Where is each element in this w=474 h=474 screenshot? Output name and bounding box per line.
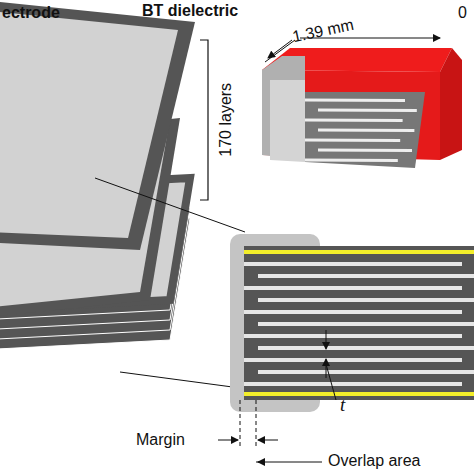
overlap-arrow — [256, 462, 322, 463]
margin-arrow — [258, 440, 278, 441]
inner-electrode — [258, 346, 474, 350]
dimension: Margin — [136, 431, 185, 449]
section-electrodes — [244, 264, 474, 384]
layer-bracket — [200, 40, 208, 200]
dimension: Overlap area — [328, 452, 421, 470]
leader-line — [120, 372, 240, 388]
chip-electrode — [318, 109, 417, 113]
cover-layer — [244, 250, 474, 254]
dimension: 1.39 mm — [291, 16, 356, 46]
thickness-arrow — [326, 330, 327, 349]
inner-electrode — [258, 370, 474, 374]
chip-electrode — [305, 119, 403, 123]
chip-electrode — [318, 129, 414, 133]
part-name: ectrode — [2, 4, 60, 22]
chip-electrodes — [305, 100, 417, 161]
dielectric-plate — [0, 0, 195, 250]
inner-electrode — [244, 286, 462, 290]
electrode-plate — [0, 10, 178, 238]
inner-electrode — [244, 310, 462, 314]
dimension-arrow — [265, 40, 295, 62]
margin-line — [256, 400, 257, 448]
chip-electrode — [305, 99, 405, 103]
chip-body — [440, 48, 462, 160]
chip-cutaway — [305, 92, 425, 168]
dimension: 170 layers — [217, 83, 235, 157]
chip-electrode — [318, 149, 412, 153]
cover-layer — [244, 392, 474, 396]
part-name: BT dielectric — [142, 2, 238, 20]
chip-termination — [270, 80, 305, 162]
margin-arrow — [218, 440, 238, 441]
inner-electrode — [258, 274, 474, 278]
thickness-arrow — [326, 359, 327, 378]
inner-electrode — [244, 358, 462, 362]
inner-electrode — [244, 382, 462, 386]
leader-line — [326, 364, 336, 400]
chip-electrode — [305, 159, 398, 163]
margin-line — [240, 400, 241, 448]
section-dielectric — [244, 246, 474, 400]
inner-electrode — [258, 322, 474, 326]
dimension-arrow — [268, 40, 292, 58]
dimension: 0 — [458, 4, 467, 22]
symbol-label: t — [340, 395, 345, 416]
inner-electrode — [244, 262, 462, 266]
leader-line — [95, 178, 245, 232]
chip-electrode — [305, 139, 400, 143]
inner-electrode — [258, 298, 474, 302]
inner-electrode — [244, 334, 462, 338]
